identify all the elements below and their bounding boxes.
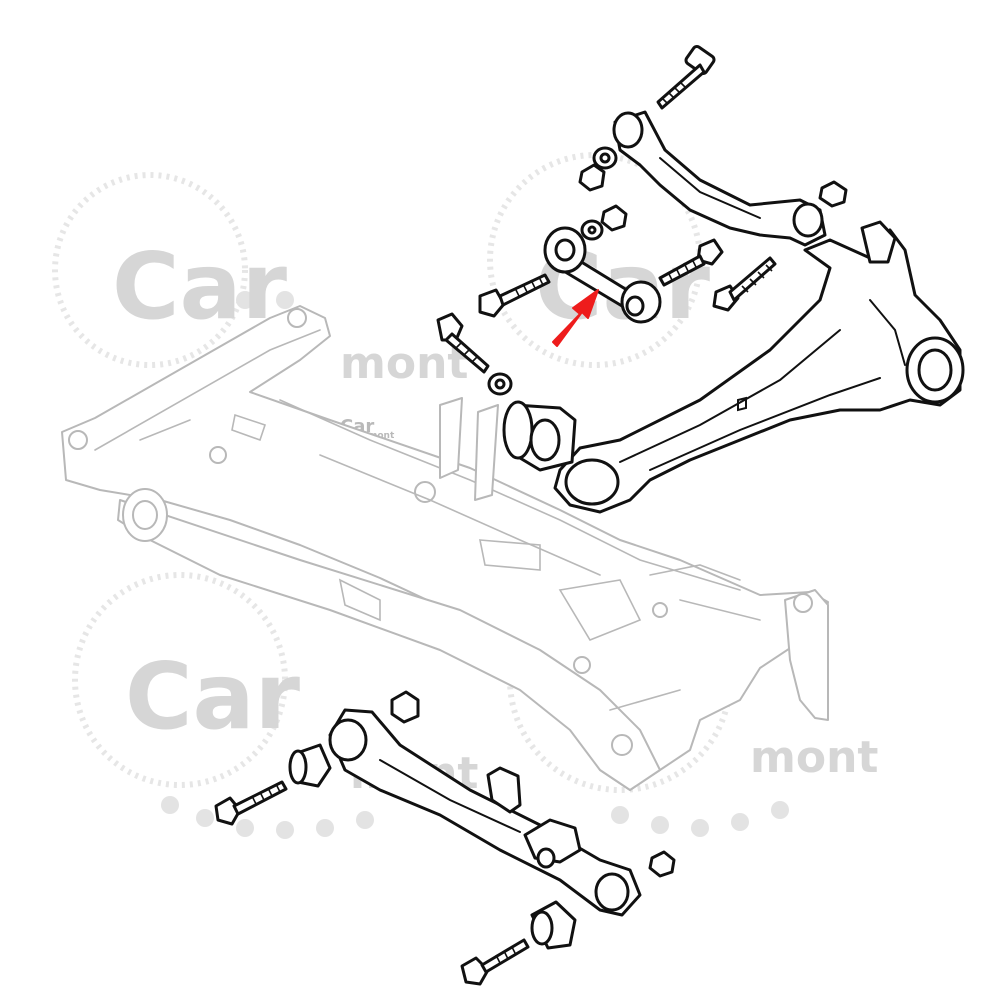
trailing-arm-knuckle <box>553 220 965 514</box>
lower-arm-bolt <box>214 780 288 826</box>
subframe-inner-detail <box>94 329 761 711</box>
watermark-brand-main: Car <box>112 233 288 340</box>
subframe-mount-bushing-left-core <box>132 500 158 530</box>
subframe-side-rail <box>117 499 661 791</box>
watermark-dots <box>161 291 789 839</box>
toe-control-rod <box>543 226 662 324</box>
lower-arm-nut <box>648 850 676 878</box>
lower-arm-rear-bolt <box>460 938 530 986</box>
upper-control-arm <box>612 110 827 247</box>
bushing-bolt <box>436 312 513 396</box>
lower-control-arm <box>328 708 642 917</box>
toe-rod-outer-bolt <box>658 238 724 287</box>
subframe-front-crossmember <box>61 305 829 791</box>
subframe-bolt-holes <box>68 308 813 756</box>
upper-arm-nut <box>818 180 848 208</box>
watermark-brand-sub: mont <box>340 338 468 389</box>
subframe-center-bracket <box>474 404 499 501</box>
rear-subframe <box>61 305 829 791</box>
subframe-center-bracket <box>439 397 463 479</box>
lower-arm-nut <box>390 690 420 724</box>
toe-rod-inner-bolt <box>478 273 551 318</box>
watermark-brand-main: Car <box>125 643 301 750</box>
upper-arm-bolt <box>656 44 716 110</box>
trailing-arm-bushing <box>502 400 577 472</box>
toe-rod-washers <box>580 204 628 241</box>
trailing-arm-bolt <box>712 256 777 312</box>
subframe-right-bracket <box>784 589 829 721</box>
lower-arm-rear-bushing <box>530 900 577 950</box>
watermark-small-sub: mont <box>368 431 395 441</box>
red-arrow-icon <box>552 289 599 347</box>
watermark-brand-sub: mont <box>750 732 878 783</box>
upper-arm-washers <box>578 146 618 192</box>
lower-arm-bushing <box>288 743 332 788</box>
